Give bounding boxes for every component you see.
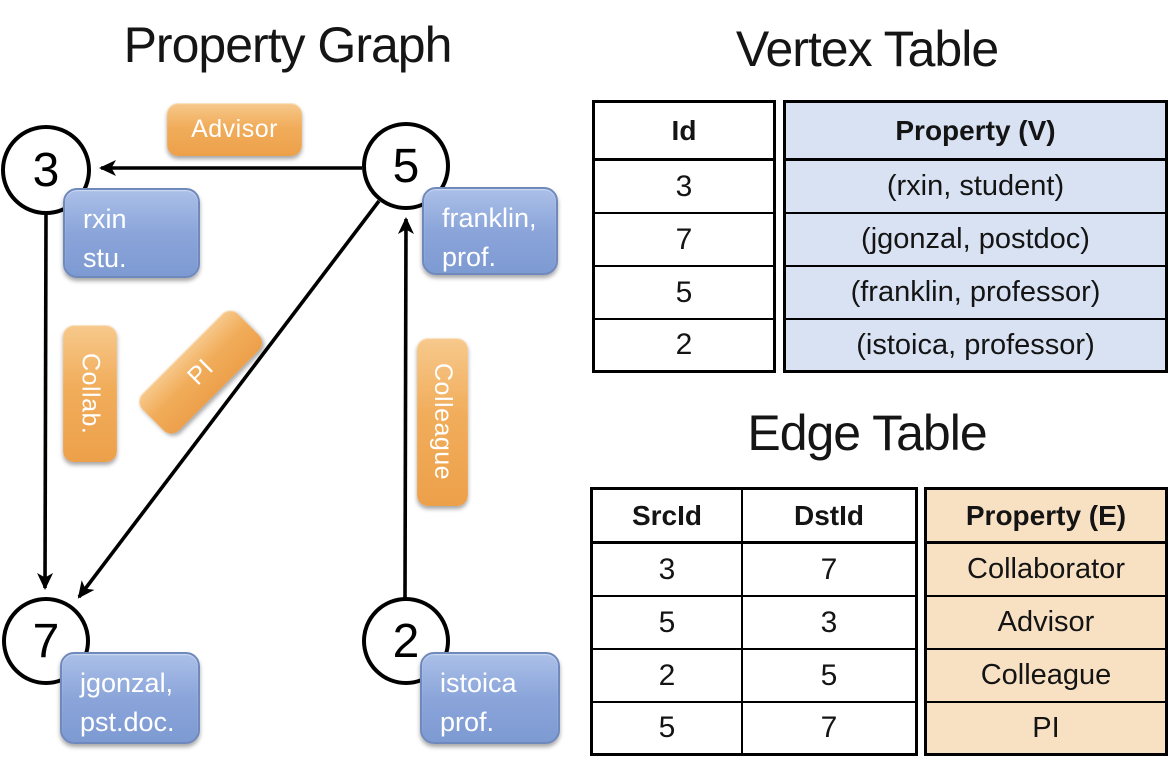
- table-row: 5 7: [593, 703, 915, 753]
- table-row: 2: [675, 328, 693, 361]
- table-row: 3 7: [593, 544, 915, 597]
- table-row: PI: [927, 703, 1165, 753]
- graph-node-2: 2: [362, 597, 450, 685]
- property-graph-title: Property Graph: [123, 17, 453, 73]
- node-3-id: 3: [32, 143, 60, 197]
- edge-table-property-column: Property (E) Collaborator Advisor Collea…: [924, 487, 1168, 756]
- table-row: (rxin, student): [786, 161, 1165, 214]
- table-row: Colleague: [927, 650, 1165, 703]
- table-row: Advisor: [927, 597, 1165, 650]
- table-row: 7: [595, 214, 773, 267]
- node-2-id: 2: [392, 614, 420, 668]
- vertex-table-title: Vertex Table: [735, 21, 999, 77]
- edge-line-pi: [77, 199, 381, 599]
- table-row: 2 5: [593, 650, 915, 703]
- edge-table-id-columns: SrcId DstId 3 7 5 3 2 5 5 7: [590, 487, 918, 756]
- vertex-label-franklin: franklin, prof.: [422, 187, 558, 275]
- graph-node-5: 5: [362, 122, 450, 210]
- vertex-property-header: Property (V): [895, 114, 1056, 146]
- vertex-table-property-column: Property (V) (rxin, student) (jgonzal, p…: [783, 100, 1168, 373]
- edge-label-advisor: Advisor: [167, 103, 302, 156]
- vertex-label-rxin: rxin stu.: [63, 188, 200, 278]
- table-row: Collaborator: [927, 544, 1165, 597]
- edge-line-collaborator: [37, 213, 54, 590]
- table-row: 5 3: [593, 597, 915, 650]
- vertex-id-header: Id: [671, 114, 697, 146]
- table-row: (franklin, professor): [786, 267, 1165, 320]
- table-row: 3: [595, 161, 773, 214]
- vertex-table-id-column: Id 3 7 5 2: [592, 100, 776, 373]
- table-row: (jgonzal, postdoc): [786, 214, 1165, 267]
- edge-table-title: Edge Table: [747, 405, 987, 461]
- table-row: (istoica, professor): [786, 320, 1165, 370]
- edge-line-colleague: [397, 217, 414, 599]
- vertex-label-istoica: istoica prof.: [420, 652, 560, 744]
- table-row: 5: [595, 267, 773, 320]
- edge-property-header: Property (E): [965, 499, 1127, 531]
- edge-dstid-header: DstId: [741, 490, 915, 541]
- edge-srcid-header: SrcId: [631, 499, 703, 531]
- edge-label-collab: Collab.: [63, 325, 117, 462]
- graph-edges-layer: [37, 160, 414, 599]
- node-7-id: 7: [32, 614, 60, 668]
- edge-label-colleague: Colleague: [417, 338, 468, 506]
- vertex-label-jgonzal: jgonzal, pst.doc.: [60, 652, 200, 744]
- node-5-id: 5: [392, 139, 420, 193]
